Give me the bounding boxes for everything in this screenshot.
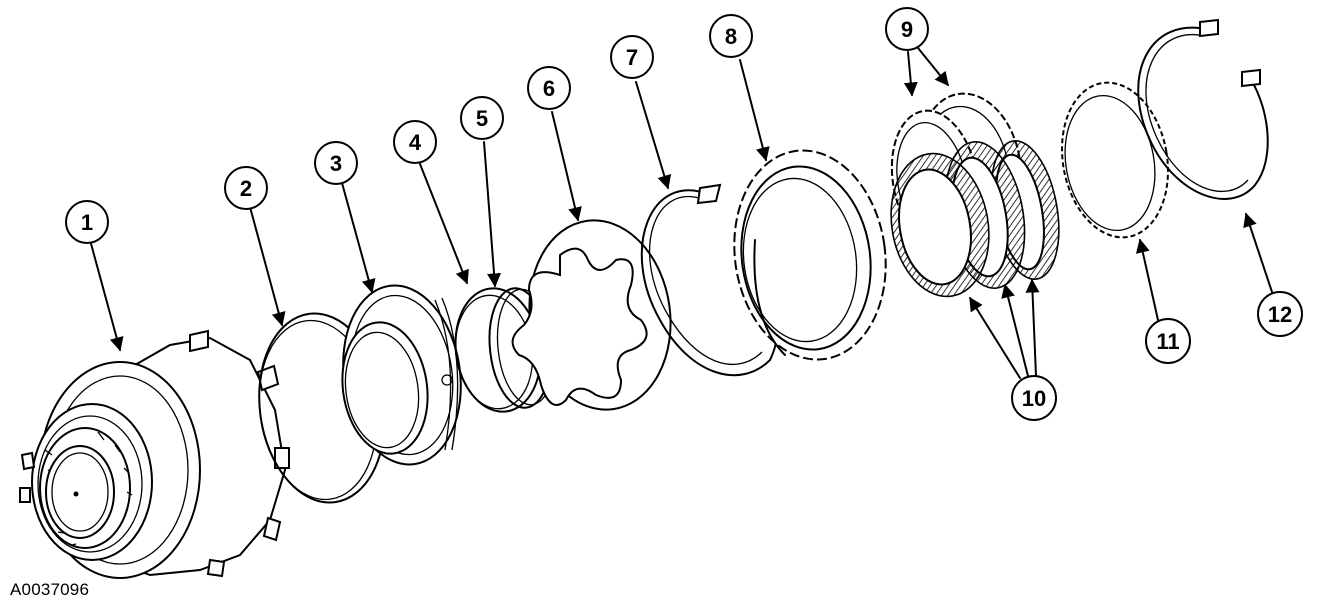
callout-12-label: 12 bbox=[1268, 302, 1292, 327]
callout-9-label: 9 bbox=[901, 17, 913, 42]
leader-2 bbox=[249, 206, 286, 327]
callout-2-label: 2 bbox=[240, 176, 252, 201]
callout-8: 8 bbox=[709, 14, 753, 58]
callout-11: 11 bbox=[1145, 318, 1191, 364]
callout-12: 12 bbox=[1257, 291, 1303, 337]
part-6-retainer-plate bbox=[511, 219, 672, 411]
leader-6 bbox=[551, 111, 582, 222]
leader-4 bbox=[419, 163, 469, 285]
callout-6-label: 6 bbox=[543, 76, 555, 101]
leader-8 bbox=[739, 59, 770, 162]
callout-6: 6 bbox=[527, 66, 571, 110]
leader-1 bbox=[89, 239, 124, 352]
part-8-pressure-plate bbox=[733, 149, 887, 361]
callout-1: 1 bbox=[65, 200, 109, 244]
leader-9a bbox=[903, 51, 918, 97]
callout-8-label: 8 bbox=[725, 24, 737, 49]
callout-3: 3 bbox=[314, 141, 358, 185]
callouts: 1 2 3 4 5 6 7 8 bbox=[65, 7, 1303, 421]
part-1-clutch-drum bbox=[19, 329, 290, 579]
callout-3-label: 3 bbox=[330, 151, 342, 176]
leader-9b bbox=[917, 47, 949, 87]
leader-3 bbox=[341, 182, 376, 294]
leader-11 bbox=[1135, 238, 1159, 321]
part-12-snap-ring bbox=[1137, 18, 1269, 200]
leader-5 bbox=[483, 141, 502, 288]
callout-1-label: 1 bbox=[81, 210, 93, 235]
callout-10-label: 10 bbox=[1022, 386, 1046, 411]
callout-7: 7 bbox=[610, 35, 654, 79]
callout-5-label: 5 bbox=[476, 106, 488, 131]
part-11-clutch-plate bbox=[1061, 81, 1169, 239]
figure-id: A0037096 bbox=[10, 580, 90, 599]
callout-11-label: 11 bbox=[1156, 329, 1179, 354]
leader-7 bbox=[635, 81, 672, 190]
leader-10c bbox=[1025, 278, 1040, 377]
leader-10b bbox=[1001, 283, 1029, 377]
callout-2: 2 bbox=[224, 166, 268, 210]
callout-4-label: 4 bbox=[409, 130, 422, 155]
leader-12 bbox=[1243, 212, 1273, 293]
part-3-piston bbox=[341, 284, 462, 466]
callout-4: 4 bbox=[393, 120, 437, 164]
callout-9: 9 bbox=[885, 7, 929, 51]
leader-10a bbox=[969, 296, 1021, 379]
callout-5: 5 bbox=[460, 96, 504, 140]
callout-10: 10 bbox=[1011, 375, 1057, 421]
part-10-friction-plates bbox=[890, 140, 1060, 298]
callout-7-label: 7 bbox=[626, 45, 638, 70]
leader-lines bbox=[89, 47, 1273, 379]
